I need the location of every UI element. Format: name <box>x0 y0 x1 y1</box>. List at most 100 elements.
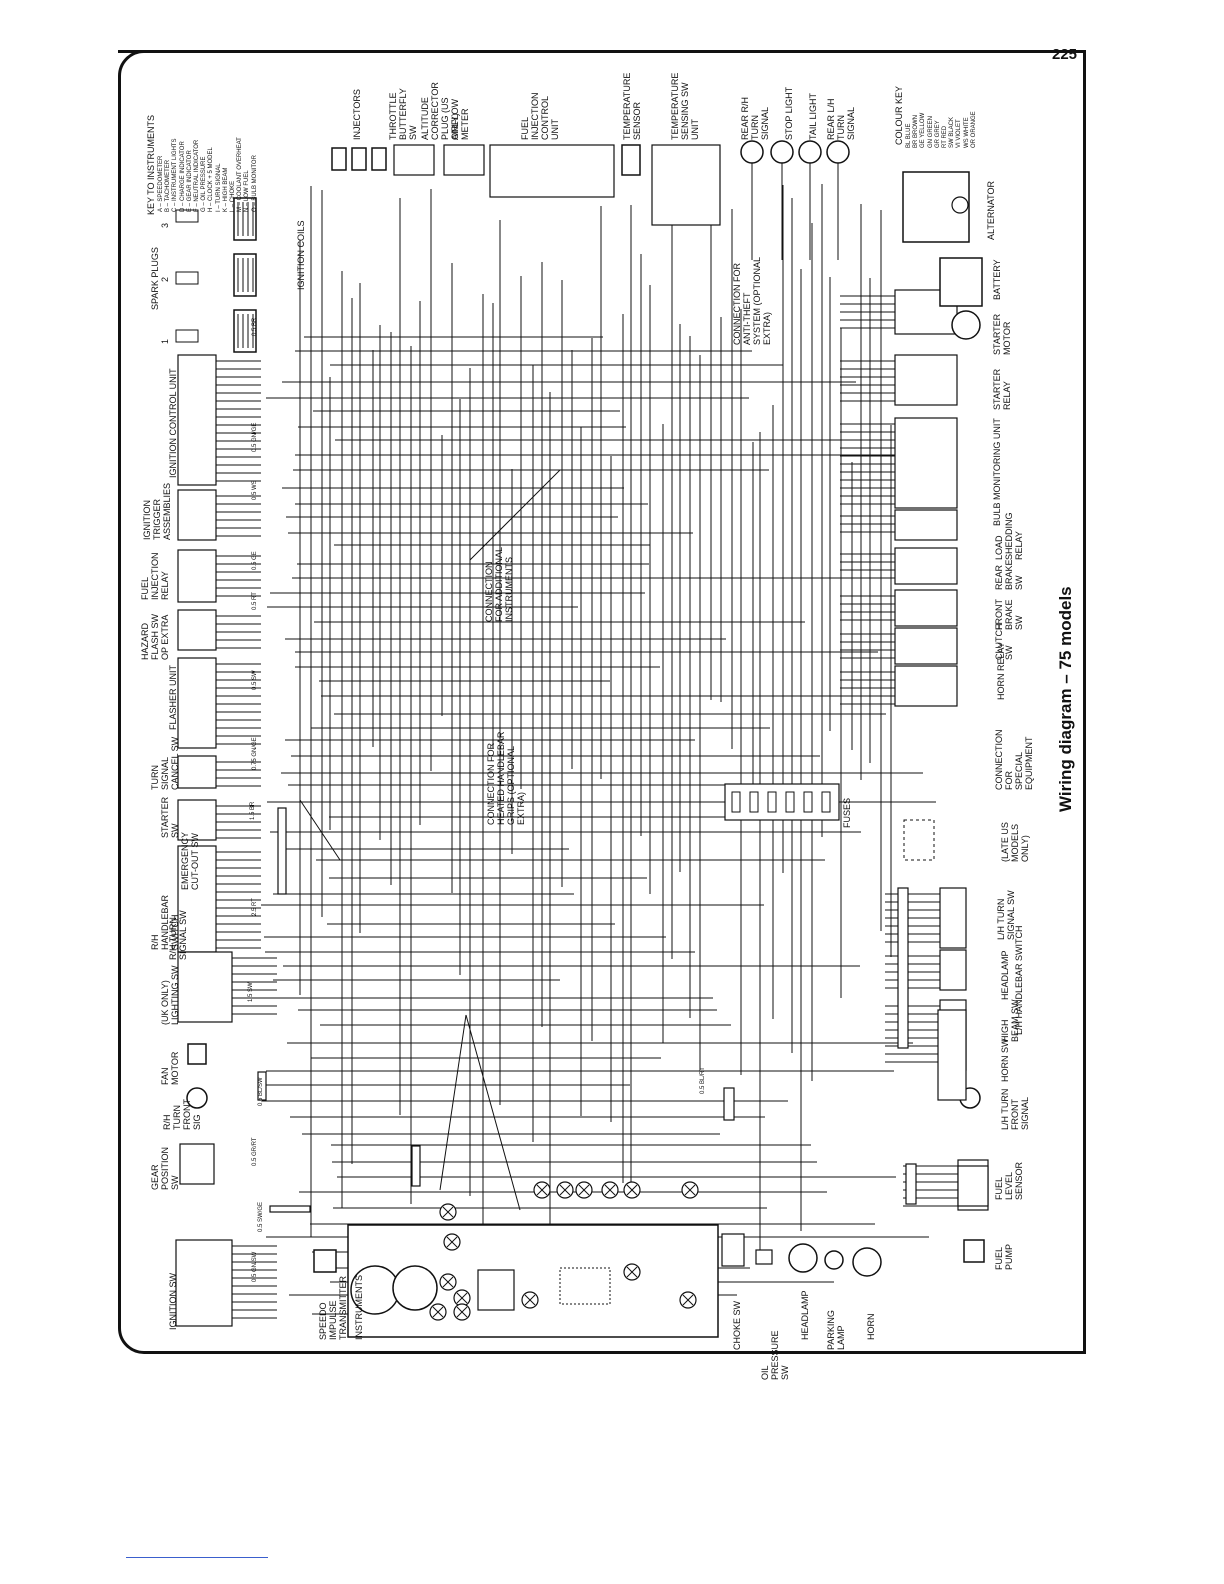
fuse-block <box>724 783 840 821</box>
inner-label-0: CONNECTION FOR ADDITIONAL INSTRUMENTS <box>484 547 514 622</box>
left-label-12: R/H TURN FRONT SIG <box>162 1099 202 1130</box>
left-component-block <box>177 549 217 603</box>
colour-item-5: RT RED <box>942 125 948 148</box>
left-label-14: IGNITION SW <box>168 1273 178 1330</box>
key-item-7: H – CLOCK + 5 MODEL <box>208 147 215 212</box>
left-label-1: IGNITION TRIGGER ASSEMBLIES <box>142 482 172 540</box>
right-label-10: (LATE US MODELS ONLY) <box>1000 822 1030 862</box>
wire-code-2: 0.5 WS <box>252 480 258 500</box>
top-label-0: SPARK PLUGS <box>150 247 160 310</box>
lh-handlebar-switch <box>937 1009 967 1101</box>
bottom-label-0: CHOKE SW <box>732 1300 742 1350</box>
colour-item-7: VI VIOLET <box>956 119 963 148</box>
bottom-label-1: OIL PRESSURE SW <box>760 1330 790 1380</box>
right-label-1: STARTER MOTOR <box>992 313 1012 355</box>
temperature-sensing-sw-unit <box>651 144 721 226</box>
footer-rule <box>126 1557 268 1558</box>
indicator-lamp-cross <box>442 1206 454 1218</box>
left-label-3: HAZARD FLASH SW OP EXTRA <box>140 613 170 660</box>
optional-equipment-box <box>903 819 935 861</box>
right-label-14: HIGH BEAM SW <box>1000 999 1020 1042</box>
oil-pressure-switch <box>755 1249 773 1265</box>
spark-plug <box>175 209 199 223</box>
key-item-13: O – BULB MONITOR <box>251 155 258 212</box>
fuel-pump <box>963 1239 985 1263</box>
ignition-coil <box>233 253 257 297</box>
bottom-label-6: FUEL LEVEL SENSOR <box>994 1161 1024 1200</box>
indicator-lamp-cross <box>626 1184 638 1196</box>
right-component-block <box>939 887 967 949</box>
indicator-lamp-cross <box>442 1276 454 1288</box>
top-label-7: TEMPERATURE SENSOR <box>622 72 642 140</box>
wire-diagonal <box>519 469 561 511</box>
colour-item-0: BL BLUE <box>906 123 912 148</box>
top-label-10: STOP LIGHT <box>784 86 794 140</box>
junction-strip <box>905 1163 917 1205</box>
right-component-block <box>894 627 958 665</box>
wire-code-13: 0.5 BL/RT <box>700 1067 706 1094</box>
right-component-block <box>894 547 958 585</box>
injector <box>371 147 387 171</box>
right-component-block <box>894 509 958 541</box>
wire-code-12: 0.5 GN/SW <box>252 1251 258 1282</box>
left-label-5: TURN SIGNAL CANCEL SW <box>150 736 180 790</box>
left-component-block <box>177 799 217 841</box>
wire-code-11: 0.5 SW/GE <box>258 1201 264 1232</box>
rear-lamp <box>826 140 850 164</box>
wire-diagonal <box>299 799 341 861</box>
indicator-lamp-cross <box>684 1184 696 1196</box>
inner-label-2: CONNECTION FOR ANTI-THEFT SYSTEM (OPTION… <box>732 257 772 345</box>
junction-strip <box>897 887 909 1049</box>
left-label-2: FUEL INJECTION RELAY <box>140 552 170 600</box>
wire-diagonal <box>465 1014 521 1211</box>
right-label-2: STARTER RELAY <box>992 368 1012 410</box>
left-label-15: SPEEDO IMPULSE TRANSMITTER <box>318 1276 348 1340</box>
left-component-block <box>175 1239 233 1327</box>
colour-item-4: GR GREY <box>934 120 941 148</box>
bottom-label-2: HEADLAMP <box>800 1290 810 1340</box>
wire-code-5: 0.5 SW <box>252 670 258 690</box>
bottom-label-4: HORN <box>866 1313 876 1341</box>
indicator-lamp-cross <box>578 1184 590 1196</box>
indicator-lamp-cross <box>456 1306 468 1318</box>
ignition-coil <box>233 197 257 241</box>
fuse <box>731 791 741 813</box>
right-label-9: CONNECTION FOR SPECIAL EQUIPMENT <box>994 729 1034 791</box>
temperature-sensor <box>621 144 641 176</box>
spark-plug <box>175 329 199 343</box>
diagram-title: Wiring diagram – 75 models <box>1056 586 1075 812</box>
speedo-impulse-transmitter <box>313 1249 337 1273</box>
right-component-block <box>939 949 967 991</box>
colour-item-8: WS WHITE <box>963 117 970 148</box>
wire-code-3: 0.5 GE <box>252 551 258 570</box>
fuel-injection-control-unit <box>489 144 615 198</box>
indicator-lamp-cross <box>432 1306 444 1318</box>
left-component-block <box>177 609 217 651</box>
injector <box>331 147 347 171</box>
left-label-0: IGNITION CONTROL UNIT <box>168 368 178 478</box>
parking-lamp <box>824 1250 844 1270</box>
left-label-13: GEAR POSITION SW <box>150 1146 180 1190</box>
key-to-instruments-heading: KEY TO INSTRUMENTS <box>146 114 156 215</box>
right-label-8: HORN RELAY <box>996 642 1006 700</box>
ignition-coil <box>233 309 257 353</box>
spark-plug <box>175 271 199 285</box>
right-component-block <box>894 354 958 406</box>
inner-label-1: CONNECTION FOR HEATED HANDLEBAR GRIPS (O… <box>486 731 526 825</box>
wire-code-6: 1.5 BR <box>250 801 256 820</box>
left-component-block <box>177 489 217 541</box>
instrument-connector <box>559 1267 611 1305</box>
wire-diagonal <box>469 509 521 561</box>
wire-code-8: 1.5 SW <box>248 982 254 1002</box>
top-label-2: INJECTORS <box>352 89 362 140</box>
key-item-9: K – HIGH BEAM <box>222 167 229 212</box>
horn <box>852 1247 882 1277</box>
wire-code-4: 0.5 RT <box>252 592 258 610</box>
throttle-switch-block <box>393 144 435 176</box>
junction-strip <box>269 1205 311 1213</box>
left-label-8: EMERGENCY CUT-OUT SW <box>180 832 200 890</box>
fuse <box>749 791 759 813</box>
top-label-8: TEMPERATURE SENSING SW UNIT <box>670 72 700 140</box>
right-label-12: HEADLAMP <box>1000 950 1010 1000</box>
right-component-block <box>894 417 958 509</box>
